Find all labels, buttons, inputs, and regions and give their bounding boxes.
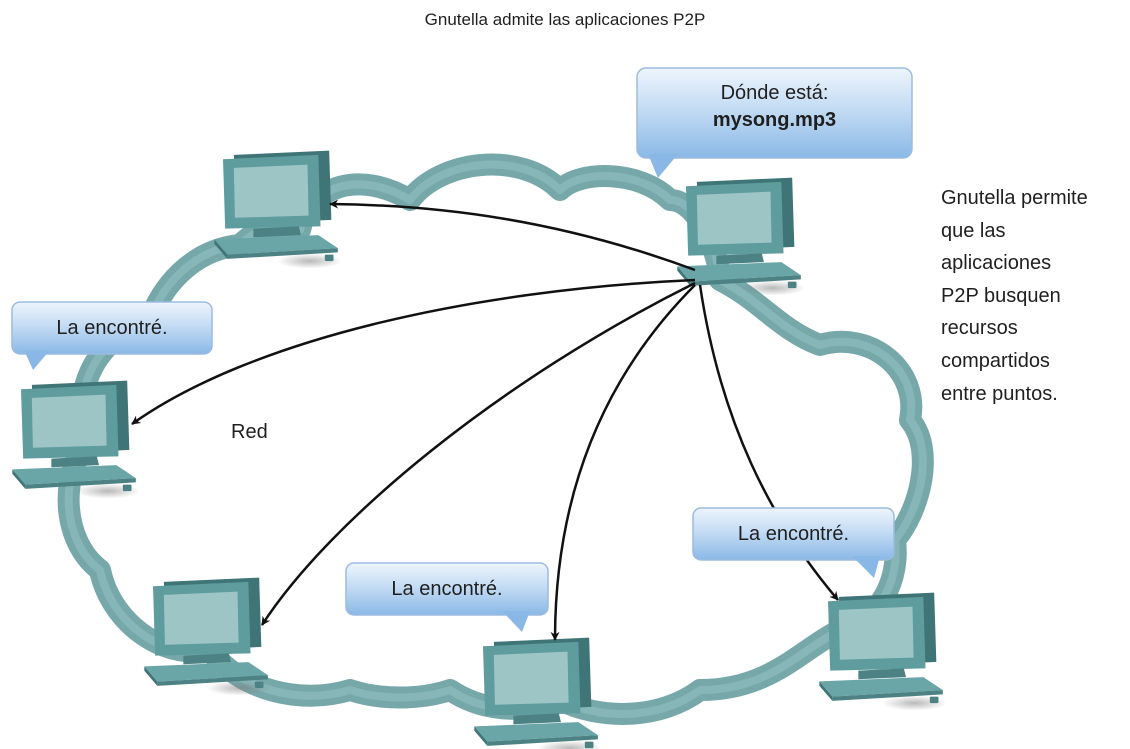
arrow-to-bottom-left [260,281,696,626]
computer-bottom-right [819,592,945,710]
found-bubble-center: La encontré. [391,578,503,600]
found-bubble-left-shape [11,301,213,370]
found-bubble-center-shape [345,562,549,632]
query-filename: mysong.mp3 [712,109,837,131]
query-bubble-shape [636,67,913,178]
found-bubble-left: La encontré. [56,317,168,339]
found-bubble-right-shape [692,507,895,578]
computer-top-left [214,150,340,268]
computer-bottom-center [474,637,600,749]
diagram-title: Gnutella admite las aplicaciones P2P [424,10,706,29]
side-description: Gnutella permite que las aplicaciones P2… [941,187,1088,405]
query-line-1: Dónde está: [720,82,829,104]
arrow-to-top-left [329,199,696,272]
network-label: Red [231,421,268,443]
found-bubble-right: La encontré. [737,523,850,545]
query-bubble: Dónde está: mysong.mp3 [637,80,912,134]
arrow-to-left [131,278,696,426]
computer-source [677,177,803,295]
query-arrows [131,199,839,641]
computer-left [12,380,138,498]
arrow-to-bottom-center [550,284,696,641]
computer-bottom-left [144,577,270,695]
arrow-to-bottom-right [698,284,839,601]
